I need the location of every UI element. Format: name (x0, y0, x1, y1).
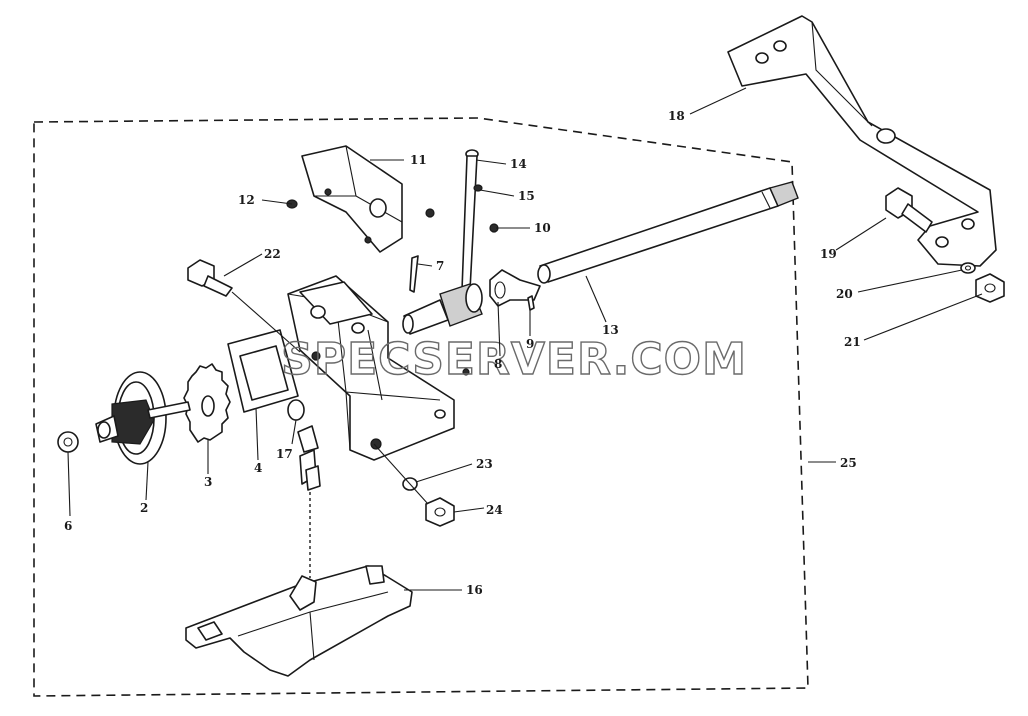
part-19-bolt (885, 187, 933, 233)
callout-2: 2 (140, 501, 148, 515)
callout-8: 8 (494, 357, 502, 371)
callout-7: 7 (436, 259, 444, 273)
callout-20: 20 (836, 287, 853, 301)
chain-link (297, 425, 321, 491)
callout-12: 12 (238, 193, 255, 207)
part-8-fork (489, 269, 541, 307)
callout-14: 14 (510, 157, 527, 171)
callout-3: 3 (204, 475, 212, 489)
part-17-ring (287, 399, 305, 421)
part-9-pin (527, 295, 535, 311)
part-7-pin (409, 255, 419, 293)
callout-22: 22 (264, 247, 281, 261)
spline-coupling (402, 283, 483, 376)
callout-16: 16 (466, 583, 483, 597)
part-2-pulley (95, 371, 191, 465)
part-13-shaft (537, 181, 799, 284)
part-15-pin (473, 184, 483, 192)
leader-lines (67, 87, 983, 591)
callout-23: 23 (476, 457, 493, 471)
callout-6: 6 (64, 519, 72, 533)
part-3-sprocket (183, 363, 231, 443)
callout-11: 11 (410, 153, 427, 167)
callout-21: 21 (844, 335, 861, 349)
callout-10: 10 (534, 221, 551, 235)
main-housing (287, 275, 455, 461)
callout-24: 24 (486, 503, 503, 517)
part-22-bolt (187, 259, 233, 297)
screw-near-11 (425, 208, 435, 218)
part-6-washer (57, 431, 79, 453)
assembly-boundary-25 (33, 117, 809, 697)
callout-9: 9 (526, 337, 534, 351)
watermark-text: SPECSERVER.COM (281, 334, 747, 385)
bolt-22-axis (231, 291, 301, 353)
part-24-nut (425, 497, 455, 527)
part-20-washer (960, 262, 976, 274)
callout-labels: 18 11 12 14 15 10 7 22 13 8 9 19 20 21 2… (64, 109, 861, 597)
callout-15: 15 (518, 189, 535, 203)
callout-13: 13 (602, 323, 619, 337)
callout-19: 19 (820, 247, 837, 261)
callout-18: 18 (668, 109, 685, 123)
callout-4: 4 (254, 461, 262, 475)
callout-25: 25 (840, 456, 857, 470)
part-16-bracket (185, 565, 413, 677)
part-21-nut (975, 273, 1005, 303)
part-14-pin (461, 149, 479, 291)
callout-17: 17 (276, 447, 293, 461)
nut-24-axis (373, 443, 429, 505)
part-11-cover (301, 145, 403, 253)
part-4-gasket (227, 329, 321, 413)
part-18-bracket (727, 15, 997, 267)
